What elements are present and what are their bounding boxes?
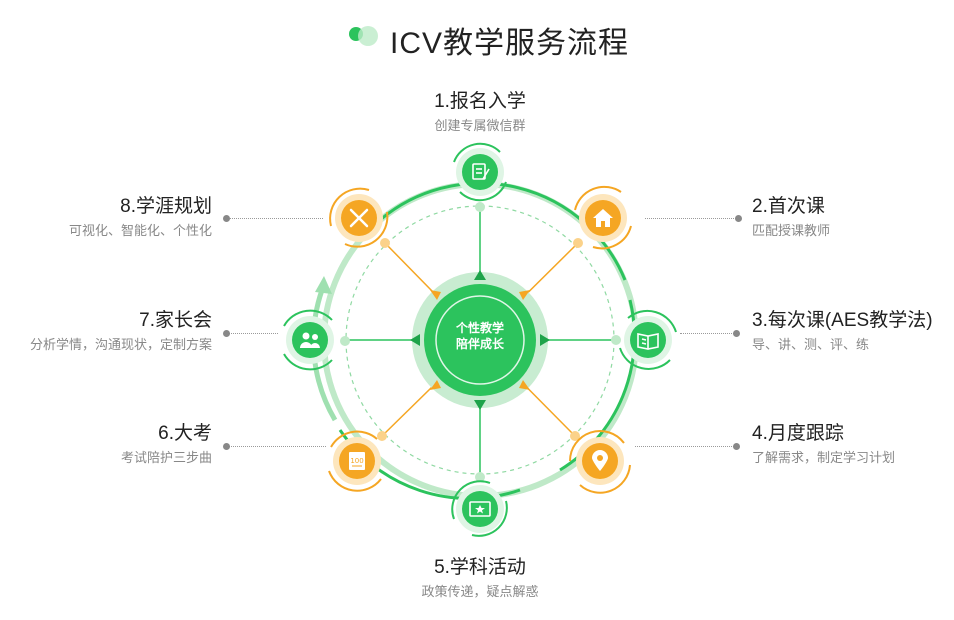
- leader-7-dot: [223, 330, 230, 337]
- node-5: [451, 480, 508, 537]
- node-8: [329, 187, 389, 248]
- step-4-title: 4.月度跟踪: [752, 423, 844, 444]
- step-8-label: 8.学涯规划 可视化、智能化、个性化: [0, 195, 212, 241]
- step-7-title: 7.家长会: [139, 310, 212, 331]
- center-line1: 个性教学: [455, 321, 504, 335]
- step-7-label: 7.家长会 分析学情，沟通现状，定制方案: [0, 309, 212, 355]
- house-icon: [593, 209, 613, 227]
- cycle-arrow-head: [315, 276, 332, 294]
- node-1: [453, 142, 507, 202]
- ruler-pencil-icon: [349, 208, 369, 228]
- step-6-label: 6.大考 考试陪护三步曲: [0, 422, 212, 468]
- node-3: [619, 309, 677, 370]
- step-1-title: 1.报名入学: [434, 91, 526, 112]
- node-4: [569, 430, 631, 494]
- page-title: ICV教学服务流程: [390, 27, 630, 60]
- center-core: [424, 284, 536, 396]
- leader-4-dot: [733, 443, 740, 450]
- step-8-title: 8.学涯规划: [120, 196, 212, 217]
- step-6-title: 6.大考: [158, 423, 212, 444]
- center-inner-ring: [435, 295, 525, 385]
- step-3-desc: 导、讲、测、评、练: [752, 337, 870, 352]
- leader-6-dot: [223, 443, 230, 450]
- open-book-icon: [637, 333, 659, 350]
- exam-paper-icon: 100: [349, 452, 365, 470]
- node-6: 100: [328, 430, 382, 492]
- leader-8: [228, 218, 323, 219]
- step-2-label: 2.首次课 匹配授课教师: [752, 195, 830, 241]
- center-label: 个性教学 陪伴成长: [430, 320, 530, 352]
- center-line2: 陪伴成长: [455, 337, 504, 351]
- title-area: ICV教学服务流程: [0, 14, 954, 64]
- step-2-desc: 匹配授课教师: [752, 223, 831, 238]
- step-2-title: 2.首次课: [752, 196, 825, 217]
- node-2: [574, 185, 632, 250]
- step-7-desc: 分析学情，沟通现状，定制方案: [29, 337, 212, 352]
- center-pointers-orange: [430, 290, 530, 390]
- leader-4: [635, 446, 738, 447]
- step-6-desc: 考试陪护三步曲: [120, 450, 212, 465]
- leader-3: [680, 333, 738, 334]
- step-3-title: 3.每次课(AES教学法): [752, 310, 933, 331]
- parents-icon: [300, 332, 320, 348]
- step-4-desc: 了解需求，制定学习计划: [752, 450, 896, 465]
- leader-8-dot: [223, 215, 230, 222]
- step-8-desc: 可视化、智能化、个性化: [68, 223, 212, 238]
- step-1-desc: 创建专属微信群: [434, 118, 526, 133]
- step-5-label: 5.学科活动 政策传递，疑点解惑: [380, 556, 580, 602]
- svg-text:100: 100: [350, 457, 363, 465]
- leader-6: [228, 446, 326, 447]
- leader-3-dot: [733, 330, 740, 337]
- center-pointers: [410, 270, 550, 410]
- leader-2-dot: [735, 215, 742, 222]
- step-5-title: 5.学科活动: [434, 557, 526, 578]
- star-board-icon: [469, 501, 491, 517]
- leader-7: [228, 333, 278, 334]
- step-3-label: 3.每次课(AES教学法) 导、讲、测、评、练: [752, 309, 933, 355]
- step-5-desc: 政策传递，疑点解惑: [421, 584, 539, 599]
- leader-2: [645, 218, 740, 219]
- step-4-label: 4.月度跟踪 了解需求，制定学习计划: [752, 422, 895, 468]
- node-7: [283, 309, 334, 371]
- map-pin-icon: [592, 450, 608, 471]
- outer-arc-green: [379, 181, 627, 281]
- title-dot-halo-icon: [358, 26, 378, 46]
- notebook-pen-icon: [472, 163, 490, 180]
- step-1-label: 1.报名入学 创建专属微信群: [380, 90, 580, 136]
- spoke-dots: [340, 202, 621, 482]
